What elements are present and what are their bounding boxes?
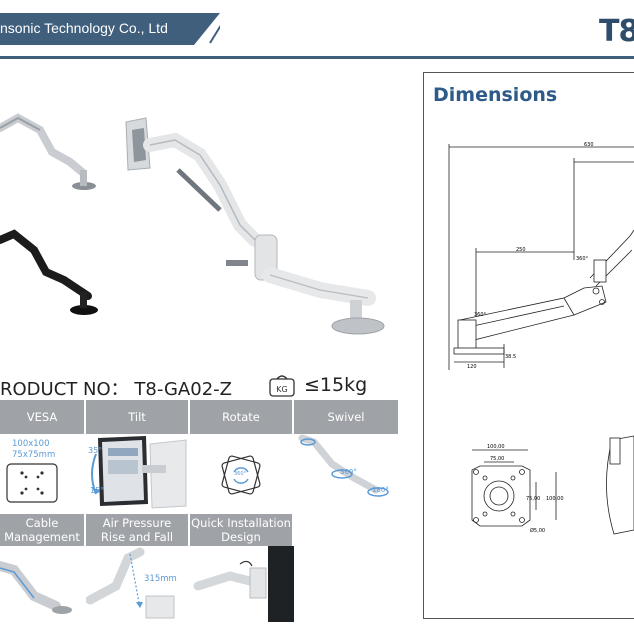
feature-cell-air-pressure: 315mm [85, 546, 188, 622]
feature-header-rotate: Rotate [190, 400, 292, 434]
tilt-illustration [91, 436, 187, 509]
feature-header-cable-management: Cable Management [0, 514, 84, 546]
dim-label-vesa-100: 100,00 [487, 444, 505, 450]
company-name: nsonic Technology Co., Ltd [0, 20, 168, 36]
cable-management-illustration [0, 561, 72, 614]
feature-header-swivel: Swivel [294, 400, 398, 434]
vesa-detail: 100x100 75x75mm [12, 439, 56, 460]
dim-label-clamp-height: 38.5 [505, 354, 516, 360]
dim-label-width-total: 630 [584, 142, 594, 148]
dim-label-vesa-75-side: 75,00 [526, 496, 540, 502]
product-number-value: T8-GA02-Z [134, 379, 232, 400]
feature-cell-tilt: 35° 15° [86, 434, 188, 514]
dim-label-vesa-100-side: 100,00 [546, 496, 564, 502]
feature-header-vesa: VESA [0, 400, 84, 434]
feature-cell-swivel: 360° 180° [294, 434, 398, 514]
header-banner [0, 13, 220, 45]
weight-icon-label: KG [276, 385, 287, 394]
tilt-angle-up: 35° [88, 446, 103, 455]
side-view-drawing [448, 144, 634, 370]
dim-label-base-width: 120 [467, 364, 477, 370]
product-number: RODUCT NO： T8-GA02-Z [0, 375, 232, 401]
dim-label-rotation-2: 360° [474, 312, 487, 318]
feature-cell-quick-installation [190, 546, 294, 622]
dim-label-vesa-75: 75,00 [490, 456, 504, 462]
swivel-angle-1: 360° [340, 468, 357, 476]
air-pressure-travel: 315mm [144, 574, 177, 584]
brand-title: T8 [599, 14, 634, 49]
rotate-angle: 360° [234, 471, 247, 477]
quick-installation-illustration [193, 546, 294, 622]
dim-label-arm-length: 250 [516, 247, 526, 253]
feature-header-quick-installation: Quick Installation Design [190, 514, 292, 546]
feature-cell-vesa: 100x100 75x75mm [0, 434, 84, 514]
swivel-illustration [298, 434, 389, 497]
feature-header-tilt: Tilt [86, 400, 188, 434]
air-pressure-illustration [85, 547, 175, 619]
header-divider [0, 56, 634, 59]
dimensions-title: Dimensions [433, 84, 558, 106]
weight-icon: KG [269, 375, 295, 397]
dim-label-rotation-1: 360° [576, 256, 589, 262]
feature-cell-rotate: 360° [190, 434, 292, 514]
vesa-plate-drawing [471, 435, 634, 535]
swivel-angle-2: 180° [372, 486, 389, 494]
weight-limit: ≤15kg [304, 374, 368, 396]
product-number-label: RODUCT NO： [0, 379, 129, 400]
rotate-icon [221, 455, 261, 495]
silver-arm-thumbnail [0, 113, 96, 190]
vesa-pattern-icon [6, 463, 58, 503]
black-arm-thumbnail [0, 229, 98, 315]
feature-cell-cable-management [0, 546, 84, 622]
tilt-angle-down: 15° [90, 486, 105, 495]
dimensions-drawing: 630 250 120 38.5 360° 360° 100,00 75,00 … [448, 142, 634, 535]
product-photos [0, 113, 385, 335]
dim-label-hole: Ø5,00 [530, 527, 545, 534]
feature-header-air-pressure: Air Pressure Rise and Fall [86, 514, 188, 546]
main-arm-photo [125, 117, 385, 335]
